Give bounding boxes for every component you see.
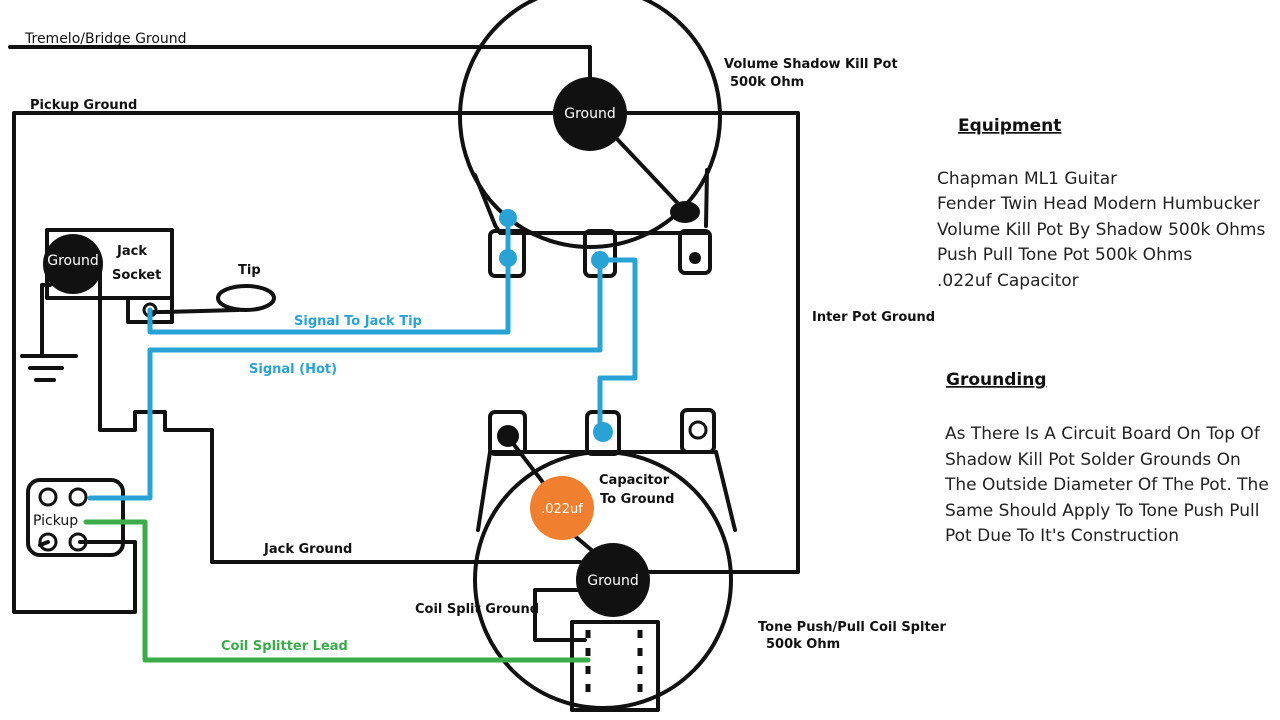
equipment-item: Chapman ML1 Guitar xyxy=(937,169,1117,189)
coil-split-ground-wire xyxy=(533,588,588,642)
jack-ground-text: Ground xyxy=(47,253,99,269)
jack-ground-node xyxy=(43,234,103,294)
volume-ground-lug xyxy=(670,201,700,223)
ground-wires xyxy=(8,45,800,642)
volume-ground-text: Ground xyxy=(564,106,616,122)
jack-ground-label: Jack Ground xyxy=(263,542,352,557)
grounding-line: As There Is A Circuit Board On Top Of xyxy=(945,424,1261,444)
tremelo-ground-label: Tremelo/Bridge Ground xyxy=(24,31,187,47)
grounding-line: Pot Due To It's Construction xyxy=(945,526,1179,546)
equipment-item: Volume Kill Pot By Shadow 500k Ohms xyxy=(937,220,1265,240)
volume-pot xyxy=(458,0,722,278)
tone-pot-label-1: Tone Push/Pull Coil Splter xyxy=(758,620,946,635)
volume-pot-body xyxy=(458,0,722,249)
signal-to-jack-tip-wire xyxy=(147,215,511,335)
coil-splitter-lead-label: Coil Splitter Lead xyxy=(221,639,348,654)
grounding-heading: Grounding xyxy=(946,370,1047,390)
equipment-item: Fender Twin Head Modern Humbucker xyxy=(937,194,1260,214)
jack-label-2: Socket xyxy=(112,268,161,283)
tone-pot xyxy=(473,408,737,712)
equipment-item: .022uf Capacitor xyxy=(937,271,1079,291)
push-pull-switch xyxy=(570,620,660,712)
grounding-line: Shadow Kill Pot Solder Grounds On xyxy=(945,450,1241,470)
pickup-ground-label: Pickup Ground xyxy=(30,98,137,113)
capacitor xyxy=(530,476,594,540)
grounding-line: Same Should Apply To Tone Push Pull xyxy=(945,501,1259,521)
capacitor-value-label: .022uf xyxy=(541,502,583,517)
tone-lug-3 xyxy=(680,408,716,454)
signal-hot-label: Signal (Hot) xyxy=(249,362,337,377)
tone-ground-text: Ground xyxy=(587,573,639,589)
coil-split-ground-label: Coil Split Ground xyxy=(415,602,539,617)
capacitor-to-ground-label-1: Capacitor xyxy=(599,473,670,488)
equipment-item: Push Pull Tone Pot 500k Ohms xyxy=(937,245,1192,265)
signal-hot-wire xyxy=(87,257,603,501)
signal-wires xyxy=(87,209,638,501)
switch-contacts xyxy=(585,630,643,700)
pickup-ground-wire xyxy=(12,111,558,614)
equipment-heading: Equipment xyxy=(958,116,1061,136)
grounding-line: The Outside Diameter Of The Pot. The xyxy=(944,475,1269,495)
earth-symbol-icon xyxy=(20,354,78,382)
tip-label: Tip xyxy=(238,263,261,278)
volume-pot-label-1: Volume Shadow Kill Pot xyxy=(724,57,898,72)
volume-ground-link xyxy=(616,138,688,214)
tone-pot-label-2: 500k Ohm xyxy=(766,637,840,652)
tip-loop-icon xyxy=(216,284,276,312)
capacitor-to-ground-label-2: To Ground xyxy=(600,492,674,507)
inter-pot-ground-wire xyxy=(618,111,800,574)
coil-splitter-lead-wire xyxy=(83,519,591,663)
tone-lug-2 xyxy=(585,410,621,456)
tone-ground-node xyxy=(576,543,650,617)
tip-wire xyxy=(151,308,240,314)
pickup-body xyxy=(26,478,125,557)
tone-lug-1 xyxy=(488,410,527,456)
volume-ground-node xyxy=(553,77,627,151)
pickup-label: Pickup xyxy=(33,513,78,529)
volume-lug-3 xyxy=(678,229,712,275)
inter-pot-ground-label: Inter Pot Ground xyxy=(812,310,935,325)
signal-to-jack-tip-label: Signal To Jack Tip xyxy=(294,314,422,329)
volume-pot-label-2: 500k Ohm xyxy=(730,75,804,90)
pickup xyxy=(26,478,125,557)
jack-label-1: Jack xyxy=(116,244,147,259)
volume-to-tone-wire xyxy=(597,257,638,435)
